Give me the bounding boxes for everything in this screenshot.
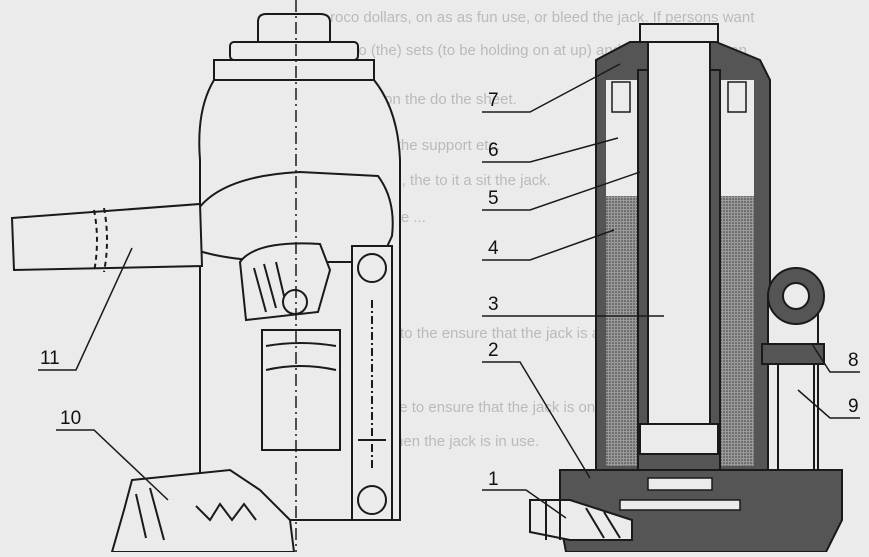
valve-spring xyxy=(195,502,257,522)
inner-ribs xyxy=(265,342,337,371)
leader-11 xyxy=(38,247,133,371)
callout-4: 4 xyxy=(488,238,499,259)
pump-eye-hole xyxy=(782,282,810,310)
handle-break-line xyxy=(103,207,108,273)
leader-2 xyxy=(482,361,591,479)
fluid-left xyxy=(606,196,638,466)
callout-5: 5 xyxy=(488,188,499,209)
gland-nut-left xyxy=(611,81,631,113)
base-channel xyxy=(619,499,741,511)
leader-10 xyxy=(56,429,169,501)
link-pin xyxy=(357,253,387,283)
ram-top xyxy=(639,23,719,43)
bleed-line: y chamfer to the ensure that the jack is… xyxy=(330,325,670,342)
pivot-pin xyxy=(282,289,308,315)
fluid-right xyxy=(720,196,754,466)
piston xyxy=(639,423,719,455)
leader-1 xyxy=(482,489,567,519)
callout-8: 8 xyxy=(848,350,859,371)
pump-rod xyxy=(777,364,815,470)
leader-9 xyxy=(797,389,860,419)
inner-section xyxy=(261,329,341,451)
leader-6 xyxy=(482,137,619,163)
callout-1: 1 xyxy=(488,469,499,490)
link-pin xyxy=(357,485,387,515)
gland-nut-right xyxy=(727,81,747,113)
screw-handle-lines xyxy=(545,500,561,540)
top-screw xyxy=(257,13,331,43)
callout-11: 11 xyxy=(40,348,60,369)
ram-cap xyxy=(229,41,359,61)
leader-4 xyxy=(482,229,615,261)
callout-10: 10 xyxy=(60,408,81,429)
callout-6: 6 xyxy=(488,140,499,161)
leader-7 xyxy=(482,63,621,113)
callout-7: 7 xyxy=(488,90,499,111)
handle-break-line xyxy=(93,209,98,273)
pump-housing xyxy=(195,170,394,263)
saddle xyxy=(213,59,375,81)
leader-8 xyxy=(811,343,860,373)
ram xyxy=(647,23,711,425)
leader-5 xyxy=(482,171,641,211)
pump-cylinder xyxy=(767,295,819,471)
jack-exterior-view xyxy=(10,0,401,553)
leader-lines xyxy=(38,63,860,519)
jack-section-view xyxy=(529,23,843,553)
callout-2: 2 xyxy=(488,340,499,361)
callout-labels: 1 2 3 4 5 6 7 8 9 10 11 xyxy=(40,90,859,490)
base-channel xyxy=(647,477,713,491)
valve-thread xyxy=(135,487,165,541)
pump-seal xyxy=(761,343,825,365)
screw-thread xyxy=(585,507,621,539)
bleed-line: roco dollars, on as as fun use, or bleed… xyxy=(330,9,755,26)
lever-ribs xyxy=(253,261,285,313)
callout-3: 3 xyxy=(488,294,499,315)
callout-9: 9 xyxy=(848,396,859,417)
